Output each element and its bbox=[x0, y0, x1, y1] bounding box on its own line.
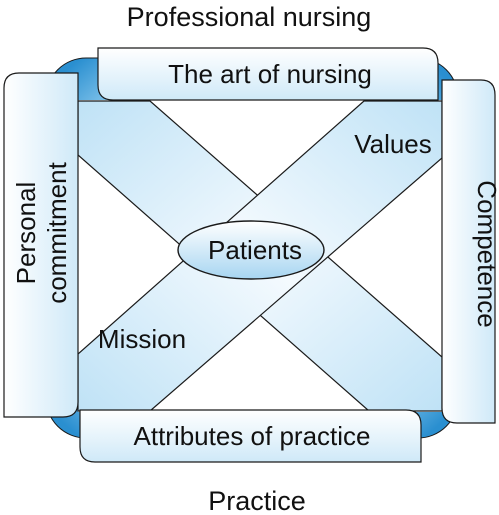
right-box bbox=[441, 79, 496, 424]
bottom-box-label: Attributes of practice bbox=[134, 421, 371, 451]
patients-ellipse bbox=[177, 220, 325, 280]
mission-label: Mission bbox=[98, 324, 186, 354]
top-box-label: The art of nursing bbox=[168, 59, 372, 89]
top-box bbox=[97, 47, 439, 101]
left-box-label-line1: Personal bbox=[11, 182, 41, 285]
bottom-box bbox=[79, 409, 422, 463]
patients-label: Patients bbox=[208, 235, 302, 265]
diagram-title: Professional nursing bbox=[127, 2, 372, 32]
left-box bbox=[3, 72, 79, 418]
right-box-label: Competence bbox=[472, 180, 499, 327]
values-label: Values bbox=[354, 129, 432, 159]
diagram-footer: Practice bbox=[208, 486, 306, 515]
left-box-label-line2: commitment bbox=[42, 161, 72, 303]
